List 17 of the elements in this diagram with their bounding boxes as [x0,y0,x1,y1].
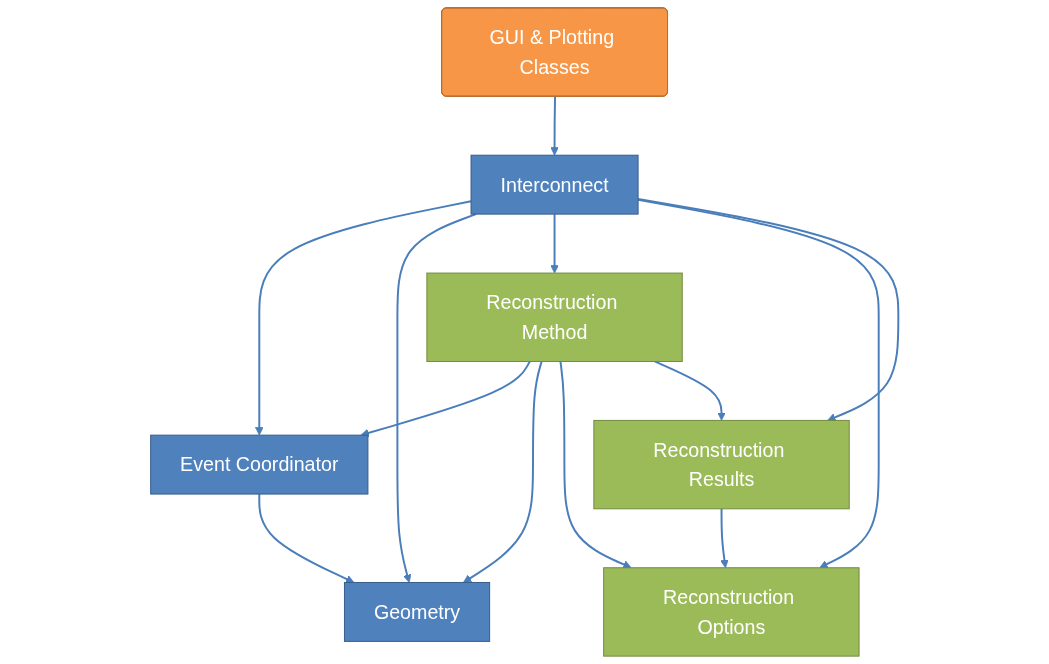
arrow [396,213,477,583]
arrow [559,360,632,569]
arrow [637,198,900,422]
arrow [550,95,559,156]
arrow [653,360,726,421]
node-box: Geometry [343,582,491,642]
node-box: Interconnect [470,154,639,215]
node-box: Reconstruction Method [426,272,683,362]
arrow [637,198,880,569]
arrow [258,493,355,584]
arrow [463,360,543,583]
node-box: Reconstruction Options [603,567,860,657]
arrow [550,213,559,274]
arrow [720,507,729,569]
node-box: Event Coordinator [150,434,369,495]
node-box: Reconstruction Results [593,419,850,510]
arrow [254,200,472,436]
